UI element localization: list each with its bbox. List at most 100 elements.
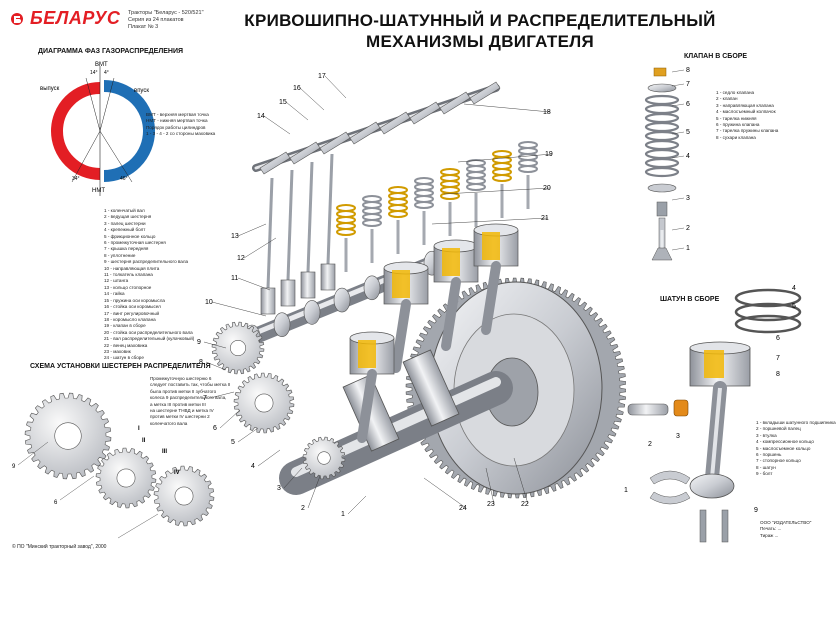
imprint: ООО "ИЗДАТЕЛЬСТВО" Печать: ... Тираж ... xyxy=(760,520,811,539)
conrod-callout: 2 xyxy=(648,441,652,448)
note-line: НМТ - нижняя мертвая точка xyxy=(146,118,208,124)
engine-callout: 3 xyxy=(277,485,281,492)
title-line-1: КРИВОШИПНО-ШАТУННЫЙ И РАСПРЕДЕЛИТЕЛЬНЫЙ xyxy=(244,11,716,30)
engine-callout: 9 xyxy=(197,339,201,346)
gears-scheme-drawing: I II III IV 9 6 2 xyxy=(12,392,215,539)
callout: 6 xyxy=(54,500,58,506)
note-item: коленчатого вала xyxy=(150,420,188,426)
conrod-callout: 5 xyxy=(792,303,796,310)
legend-item: 12 - штанга xyxy=(104,278,129,284)
engine-callout: 13 xyxy=(231,233,239,240)
callout: 9 xyxy=(12,464,16,470)
phase-notes: ВМТ - верхняя мертвая точка НМТ - нижняя… xyxy=(146,112,215,138)
legend-item: 19 - клапан в сборе xyxy=(104,323,146,329)
gear-mark: II xyxy=(142,438,146,444)
gear-mark: IV xyxy=(174,470,180,476)
camshaft-gear-drawing xyxy=(24,392,112,480)
note-line: 1 - 3 - 4 - 2 со стороны маховика xyxy=(146,131,216,137)
valve-callout: 6 xyxy=(686,101,690,108)
poster-info-line: Плакат № 3 xyxy=(128,24,159,30)
conrod-callout: 7 xyxy=(776,355,780,362)
phase-diagram: ВМТ 14° 4° выпуск впуск 34° 46° НМТ xyxy=(40,62,155,196)
crank-gear-drawing xyxy=(153,465,215,527)
note-line: Порядок работы цилиндров xyxy=(146,124,206,130)
pistons-and-rods xyxy=(349,223,519,443)
valve-callout: 7 xyxy=(686,81,690,88)
exhaust-label: выпуск xyxy=(40,86,60,92)
legend-item: 1 - седло клапана xyxy=(716,90,755,95)
imprint-line: ООО "ИЗДАТЕЛЬСТВО" xyxy=(760,520,812,525)
valve-callout: 1 xyxy=(686,245,690,252)
engine-callout: 10 xyxy=(205,299,213,306)
legend-item: 2 - ведущая шестерня xyxy=(104,214,152,220)
conrod-assembly-title: ШАТУН В СБОРЕ xyxy=(660,296,720,303)
engine-callout: 17 xyxy=(318,73,326,80)
engine-callout: 19 xyxy=(545,151,553,158)
legend-item: 14 - гайка xyxy=(104,291,125,297)
legend-item: 5 - фрикционное кольцо xyxy=(104,233,156,239)
gear-mark: I xyxy=(138,426,140,432)
legend-item: 4 - компрессионное кольцо xyxy=(756,439,814,445)
legend-item: 3 - втулка xyxy=(756,432,777,438)
legend-item: 5 - тарелка нижняя xyxy=(716,115,757,121)
legend-item: 18 - коромысло клапана xyxy=(104,316,156,322)
angle-label: 4° xyxy=(104,70,109,76)
legend-item: 24 - шатун в сборе xyxy=(104,355,144,361)
legend-item: 1 - вкладыши шатунного подшипника xyxy=(756,420,836,425)
engine-callout: 14 xyxy=(257,113,265,120)
note-item: была против метки II зубчатого xyxy=(150,388,217,394)
note-item: на шестерне ТНВД и метка IV xyxy=(150,408,214,414)
legend-item: 6 - промежуточная шестерня xyxy=(104,240,166,246)
legend-item: 8 - уплотнение xyxy=(104,252,136,258)
legend-item: 6 - пружина клапана xyxy=(716,122,760,128)
vmt-label: ВМТ xyxy=(95,62,108,68)
engine-callout: 24 xyxy=(459,505,467,512)
legend-item: 1 - коленчатый вал xyxy=(104,208,145,213)
note-item: Промежуточную шестерню 6 xyxy=(150,376,212,381)
angle-label: 14° xyxy=(90,70,98,76)
legend-item: 21 - вал распределительный (кулачковый) xyxy=(104,336,195,342)
intake-label: впуск xyxy=(134,88,149,94)
valve-callout: 4 xyxy=(686,153,690,160)
legend-item: 2 - клапан xyxy=(716,96,738,102)
legend-item: 3 - направляющая клапана xyxy=(716,102,774,108)
legend-item: 17 - винт регулировочный xyxy=(104,310,160,316)
note-item: колеса 9 распределительного вала, xyxy=(150,395,227,401)
conrod-callout: 9 xyxy=(754,507,758,514)
legend-item: 13 - кольцо стопорное xyxy=(104,284,152,290)
imprint-line: Печать: ... xyxy=(760,526,782,532)
engine-callout: 6 xyxy=(213,425,217,432)
legend-item: 5 - маслосъемное кольцо xyxy=(756,445,811,451)
engine-callout: 4 xyxy=(251,463,255,470)
legend-item: 22 - венец маховика xyxy=(104,342,148,348)
legend-item: 7 - тарелка пружины клапана xyxy=(716,128,779,134)
engine-callout: 5 xyxy=(231,439,235,446)
engine-callout: 12 xyxy=(237,255,245,262)
poster-info-line: Тракторы "Беларус - 520/521" xyxy=(128,10,204,16)
phase-diagram-title: ДИАГРАММА ФАЗ ГАЗОРАСПРЕДЕЛЕНИЯ xyxy=(38,48,184,55)
idler-gear-drawing xyxy=(95,447,157,509)
conrod-callout: 3 xyxy=(676,433,680,440)
valve-callout: 2 xyxy=(686,225,690,232)
legend-item: 16 - стойка оси коромысел xyxy=(104,304,161,310)
note-line: ВМТ - верхняя мертвая точка xyxy=(146,112,209,117)
conrod-callout: 6 xyxy=(776,335,780,342)
legend-item: 23 - маховик xyxy=(104,348,131,354)
legend-item: 11 - толкатель клапана xyxy=(104,272,153,278)
engine-callout: 1 xyxy=(341,511,345,518)
imprint-line: Тираж ... xyxy=(760,532,779,538)
note-item: против метки IV шестерни 2 xyxy=(150,414,210,420)
legend-item: 10 - направляющая плита xyxy=(104,265,160,271)
legend-item: 3 - палец шестерни xyxy=(104,220,146,226)
engine-callout: 2 xyxy=(301,505,305,512)
rocker-arms xyxy=(252,81,501,175)
brand-logo-block: БЕЛАРУС xyxy=(10,8,120,29)
poster-title: КРИВОШИПНО-ШАТУННЫЙ И РАСПРЕДЕЛИТЕЛЬНЫЙ … xyxy=(200,10,760,52)
engine-callout: 11 xyxy=(231,275,238,282)
